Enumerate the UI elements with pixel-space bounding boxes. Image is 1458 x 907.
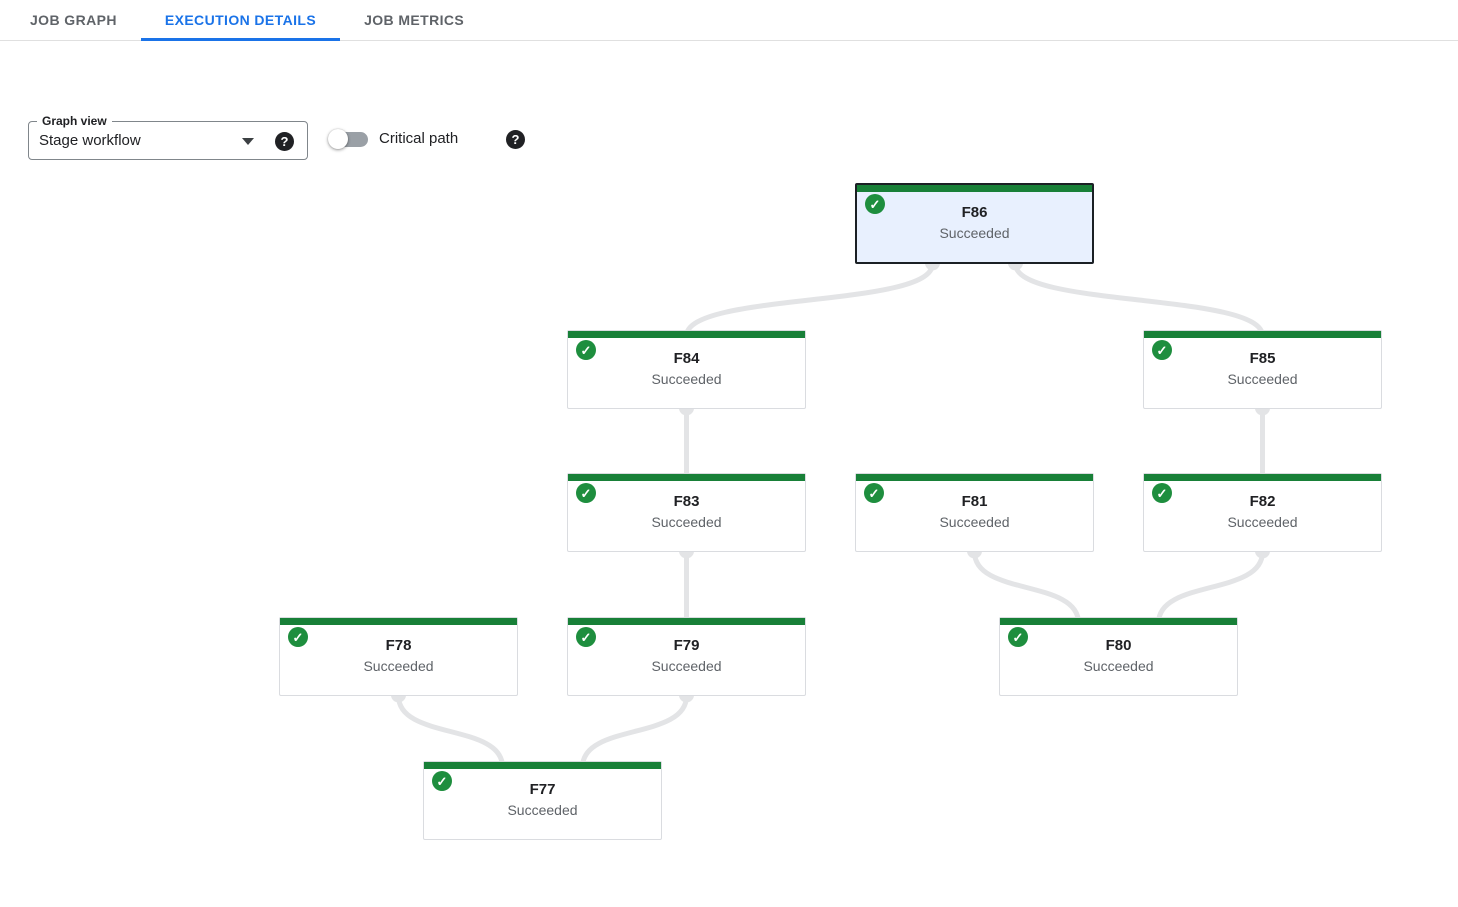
toggle-thumb[interactable] — [328, 129, 348, 149]
edge-f86-f85 — [1013, 261, 1265, 339]
stage-status: Succeeded — [1227, 371, 1298, 387]
stage-title: F82 — [1249, 493, 1276, 510]
graph-view-label: Graph view — [37, 114, 112, 128]
check-circle-icon: ✓ — [864, 483, 884, 503]
stage-title: F86 — [961, 204, 988, 221]
stage-title: F79 — [673, 637, 700, 654]
check-circle-icon: ✓ — [576, 483, 596, 503]
graph-toolbar: Graph view Stage workflow ? Critical pat… — [0, 41, 1458, 160]
status-bar — [1144, 474, 1381, 481]
status-bar — [280, 618, 517, 625]
status-bar — [568, 618, 805, 625]
check-circle-icon: ✓ — [1008, 627, 1028, 647]
stage-status: Succeeded — [363, 658, 434, 674]
stage-status: Succeeded — [1083, 658, 1154, 674]
check-circle-icon: ✓ — [288, 627, 308, 647]
stage-title: F83 — [673, 493, 700, 510]
stage-title: F78 — [385, 637, 412, 654]
check-circle-icon: ✓ — [432, 771, 452, 791]
critical-path-label: Critical path — [379, 130, 459, 147]
critical-path-toggle[interactable] — [328, 129, 370, 149]
check-circle-icon: ✓ — [576, 627, 596, 647]
stage-title: F77 — [529, 781, 556, 798]
status-bar — [424, 762, 661, 769]
tab-job-graph[interactable]: JOB GRAPH — [30, 12, 117, 28]
edge-f86-f84 — [684, 261, 935, 339]
status-bar — [568, 474, 805, 481]
check-circle-icon: ✓ — [576, 340, 596, 360]
graph-view-help-icon[interactable]: ? — [275, 132, 294, 151]
status-bar — [1144, 331, 1381, 338]
stage-status: Succeeded — [939, 225, 1010, 241]
check-circle-icon: ✓ — [865, 194, 885, 214]
stage-status: Succeeded — [939, 514, 1010, 530]
status-bar — [568, 331, 805, 338]
graph-view-value: Stage workflow — [39, 132, 141, 149]
stage-title: F85 — [1249, 350, 1276, 367]
stage-status: Succeeded — [651, 371, 722, 387]
edge-f81-f80 — [972, 549, 1081, 626]
edge-f82-f80 — [1156, 549, 1265, 626]
check-circle-icon: ✓ — [1152, 483, 1172, 503]
status-bar — [856, 474, 1093, 481]
tab-bar: JOB GRAPH EXECUTION DETAILS JOB METRICS — [0, 0, 1458, 41]
stage-title: F80 — [1105, 637, 1132, 654]
graph-view-select[interactable]: Graph view Stage workflow ? — [28, 114, 308, 160]
status-bar — [1000, 618, 1237, 625]
stage-status: Succeeded — [651, 658, 722, 674]
stage-title: F81 — [961, 493, 988, 510]
tab-job-metrics[interactable]: JOB METRICS — [364, 12, 465, 28]
chevron-down-icon[interactable] — [242, 138, 254, 145]
edge-f79-f77 — [580, 693, 689, 770]
stage-title: F84 — [673, 350, 700, 367]
status-bar — [857, 185, 1092, 192]
stage-status: Succeeded — [507, 802, 578, 818]
edge-f78-f77 — [396, 693, 505, 770]
stage-status: Succeeded — [651, 514, 722, 530]
check-circle-icon: ✓ — [1152, 340, 1172, 360]
stage-status: Succeeded — [1227, 514, 1298, 530]
critical-path-help-icon[interactable]: ? — [506, 130, 525, 149]
tab-execution-details[interactable]: EXECUTION DETAILS — [140, 0, 341, 41]
